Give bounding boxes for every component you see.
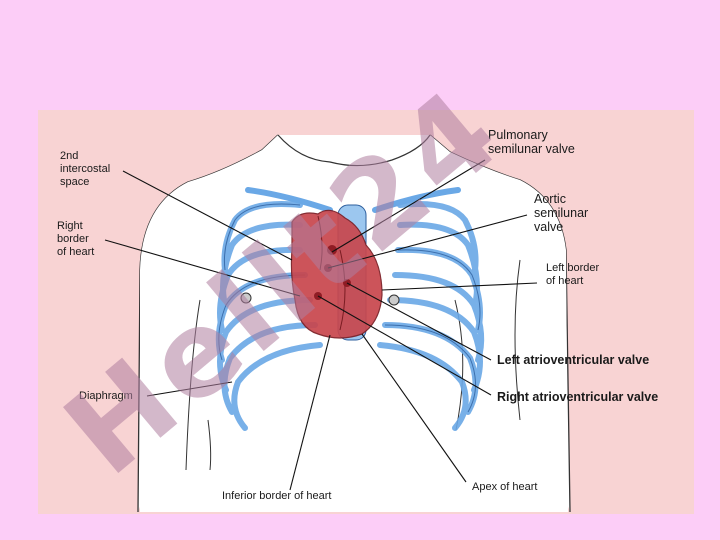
clavicle-left bbox=[372, 187, 461, 213]
nipple-left bbox=[388, 294, 400, 306]
leader-lines bbox=[104, 159, 538, 491]
label-right-border: Right border of heart bbox=[57, 220, 95, 258]
heart bbox=[290, 209, 383, 339]
nipple-right bbox=[240, 292, 252, 304]
label-inferior-border: Inferior border of heart bbox=[222, 490, 332, 502]
label-aortic-valve: Aortic semilunar valve bbox=[534, 192, 589, 234]
clavicle-right bbox=[245, 187, 333, 213]
label-pulmonary-valve: Pulmonary semilunar valve bbox=[488, 128, 575, 156]
pulmonary-valve-marker bbox=[327, 245, 337, 255]
label-diaphragm: Diaphragm bbox=[79, 390, 133, 402]
neck-outline bbox=[277, 134, 431, 167]
label-left-border: Left border of heart bbox=[546, 262, 600, 287]
label-intercostal-space: 2nd intercostal space bbox=[60, 150, 111, 188]
label-right-av-valve: Right atrioventricular valve bbox=[497, 390, 659, 404]
label-apex: Apex of heart bbox=[472, 481, 538, 493]
label-left-av-valve: Left atrioventricular valve bbox=[497, 353, 650, 367]
